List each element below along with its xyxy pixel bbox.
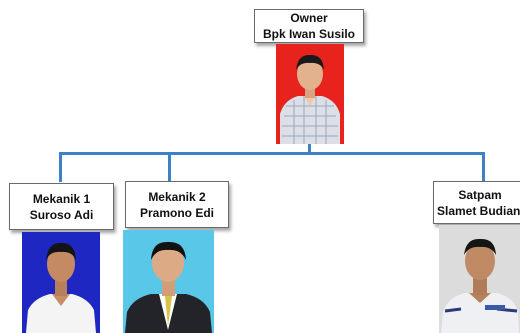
satpam-photo <box>439 225 520 333</box>
mekanik1-name: Suroso Adi <box>29 207 94 222</box>
owner-role: Owner <box>290 11 328 25</box>
satpam-role: Satpam <box>458 187 502 202</box>
satpam-label-box: Satpam Slamet Budianto <box>433 181 520 224</box>
connector-to-mekanik1 <box>59 152 62 182</box>
owner-name: Bpk Iwan Susilo <box>262 27 355 41</box>
connector-to-satpam <box>482 152 485 182</box>
mekanik1-label-box: Mekanik 1 Suroso Adi <box>9 183 114 230</box>
mekanik2-role: Mekanik 2 <box>148 189 206 204</box>
mekanik2-label-box: Mekanik 2 Pramono Edi <box>125 181 229 228</box>
mekanik2-photo <box>123 230 214 333</box>
owner-photo <box>276 44 344 144</box>
mekanik2-name: Pramono Edi <box>139 205 214 220</box>
connector-horizontal-bar <box>59 152 485 155</box>
owner-label-box: Owner Bpk Iwan Susilo <box>254 9 364 43</box>
mekanik1-photo <box>22 232 100 333</box>
satpam-name: Slamet Budianto <box>437 203 520 218</box>
connector-owner-down <box>308 144 311 153</box>
mekanik1-role: Mekanik 1 <box>32 191 91 206</box>
connector-to-mekanik2 <box>168 152 171 182</box>
